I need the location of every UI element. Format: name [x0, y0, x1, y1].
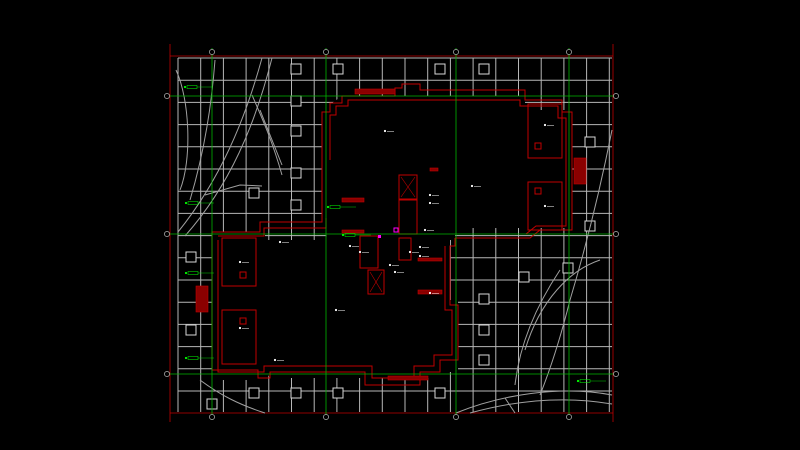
axis-bubble: [164, 93, 170, 99]
axis-bubble: [164, 371, 170, 377]
room-tag: [238, 260, 249, 264]
planter-square: [185, 251, 197, 263]
planter-square: [478, 324, 490, 336]
level-tag: [184, 356, 214, 360]
planter-square: [332, 63, 344, 75]
planter-square: [290, 167, 302, 179]
level-tag: [184, 271, 214, 275]
room-tag: [428, 201, 439, 205]
axis-bubble: [613, 93, 619, 99]
planter-square: [332, 387, 344, 399]
level-tag: [183, 85, 213, 89]
room-tag: [428, 193, 439, 197]
room-tag: [423, 228, 434, 232]
room-tag: [543, 204, 554, 208]
axis-bubble: [209, 49, 215, 55]
planter-square: [518, 271, 530, 283]
planter-square: [584, 136, 596, 148]
planter-square: [478, 63, 490, 75]
room-tag: [238, 326, 249, 330]
planter-square: [434, 63, 446, 75]
room-tag: [358, 250, 369, 254]
planter-square: [290, 63, 302, 75]
axis-bubble: [613, 231, 619, 237]
room-tag: [273, 358, 284, 362]
planter-square: [478, 293, 490, 305]
axis-bubble: [164, 231, 170, 237]
level-tag: [341, 233, 371, 237]
column-markers: [239, 142, 542, 325]
room-tag: [388, 263, 399, 267]
room-tag: [393, 270, 404, 274]
room-tag: [428, 291, 439, 295]
building-mask: [212, 96, 572, 380]
axis-bubble: [323, 414, 329, 420]
room-tag: [470, 184, 481, 188]
planter-square: [290, 125, 302, 137]
axis-bubbles: [164, 49, 619, 420]
axis-bubble: [453, 49, 459, 55]
axis-bubble: [323, 49, 329, 55]
stair-marks: [369, 176, 416, 293]
magenta-marker-2: [378, 235, 381, 238]
magenta-marker: [393, 227, 399, 233]
axis-bubble: [566, 414, 572, 420]
planter-square: [290, 387, 302, 399]
level-tag: [184, 201, 214, 205]
planter-square: [248, 187, 260, 199]
planter-square: [434, 387, 446, 399]
planter-square: [562, 262, 574, 274]
planter-square: [290, 199, 302, 211]
axis-bubble: [209, 414, 215, 420]
landscape-curves: [175, 57, 613, 414]
room-tag: [418, 245, 429, 249]
axis-bubble: [613, 371, 619, 377]
planter-square: [248, 387, 260, 399]
site-boundary: [169, 44, 614, 422]
axis-bubble: [453, 414, 459, 420]
annotation-tags: [183, 85, 606, 383]
room-tag: [383, 129, 394, 133]
room-tag: [334, 308, 345, 312]
room-tag: [278, 240, 289, 244]
axis-bubble: [566, 49, 572, 55]
room-tag: [543, 123, 554, 127]
planter-square: [185, 324, 197, 336]
planter-square: [478, 354, 490, 366]
level-tag: [576, 379, 606, 383]
planter-square: [290, 95, 302, 107]
level-tag: [326, 205, 356, 209]
room-tag: [418, 254, 429, 258]
room-tag: [348, 244, 359, 248]
room-tag: [408, 250, 419, 254]
